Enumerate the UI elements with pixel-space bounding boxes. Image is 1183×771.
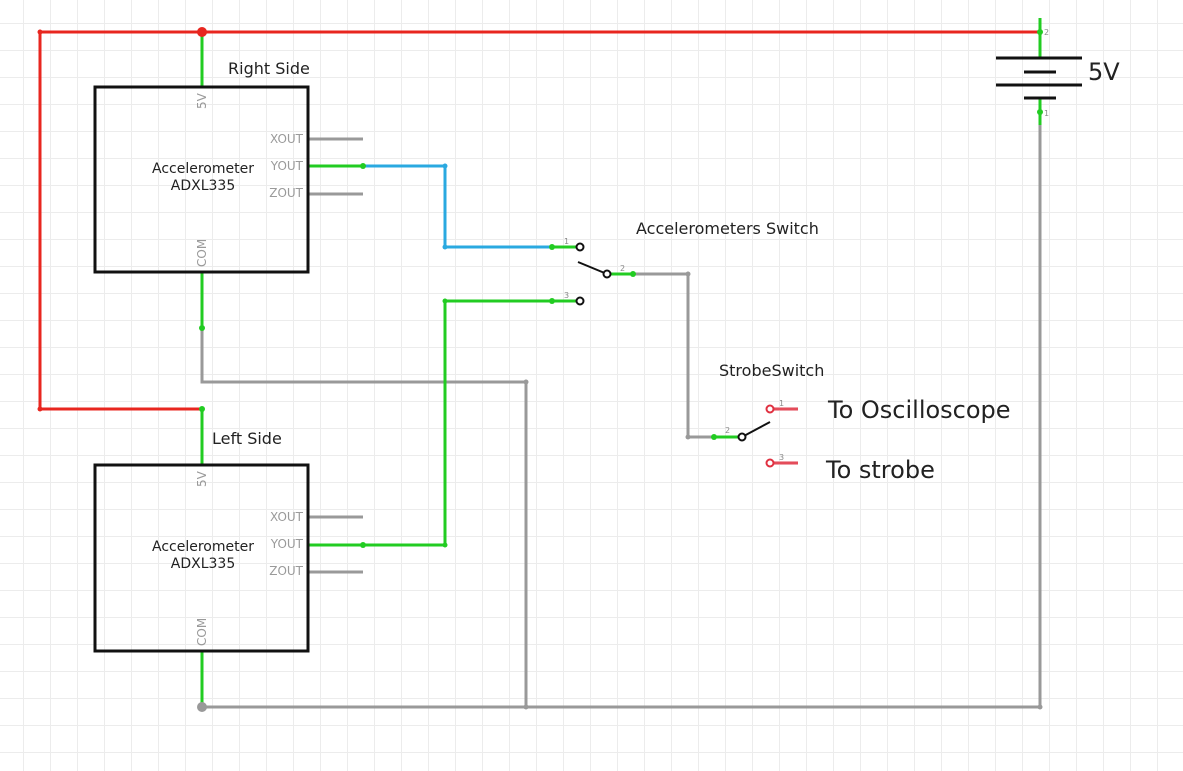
left-module-model: ADXL335 <box>171 556 235 572</box>
left-module-name: Accelerometer <box>152 539 254 555</box>
battery-label: 5V <box>1088 58 1120 86</box>
left-pin-5v: 5V <box>195 470 209 487</box>
right-pin-5v: 5V <box>195 92 209 109</box>
to-oscilloscope-label: To Oscilloscope <box>827 396 1011 424</box>
power-corner-bottom <box>37 406 43 412</box>
power-corner-top <box>37 29 43 35</box>
right-pin-yout: YOUT <box>270 159 304 173</box>
signal-wires <box>363 164 552 547</box>
battery-pin-minus: 1 <box>1044 109 1049 118</box>
accel-switch-contact-3 <box>575 296 585 306</box>
power-junction <box>197 27 207 37</box>
strobe-switch-lever[interactable] <box>741 421 771 438</box>
accel-switch-pin1: 1 <box>564 237 569 246</box>
accel-switch-lever[interactable] <box>577 261 608 275</box>
right-pin-xout: XOUT <box>270 132 304 146</box>
battery-5v[interactable]: 5V 2 1 <box>996 28 1120 118</box>
strobe-switch-pin2: 2 <box>725 426 730 435</box>
strobe-switch-contact-2 <box>737 432 747 442</box>
left-pin-yout: YOUT <box>270 537 304 551</box>
junctions <box>37 27 1043 712</box>
power-wires <box>38 30 1040 411</box>
left-pin-xout: XOUT <box>270 510 304 524</box>
accel-switch-label: Accelerometers Switch <box>636 219 819 238</box>
accel-switch-to-strobe-wire[interactable] <box>633 272 714 439</box>
right-pin-zout: ZOUT <box>269 186 303 200</box>
right-yout-signal-wire[interactable] <box>363 164 552 249</box>
strobe-switch-pin3: 3 <box>779 453 784 462</box>
strobe-switch-contact-1 <box>765 404 775 414</box>
left-module-body[interactable] <box>93 463 310 653</box>
right-accelerometer[interactable]: Right Side Accelerometer ADXL335 5V COM … <box>93 59 310 274</box>
right-module-title: Right Side <box>228 59 310 78</box>
ground-wire-right-com[interactable] <box>200 328 528 707</box>
right-module-name: Accelerometer <box>152 161 254 177</box>
ground-junction-bottom <box>197 702 207 712</box>
to-strobe-label: To strobe <box>825 456 935 484</box>
left-pin-zout: ZOUT <box>269 564 303 578</box>
right-module-body[interactable] <box>93 85 310 274</box>
accel-switch-contact-1 <box>575 242 585 252</box>
left-module-title: Left Side <box>212 429 282 448</box>
left-pin-com: COM <box>195 618 209 646</box>
power-wire-main[interactable] <box>38 30 1040 411</box>
left-yout-signal-wire[interactable] <box>363 299 552 547</box>
accel-switch-pin2: 2 <box>620 264 625 273</box>
strobe-switch-pin1: 1 <box>779 399 784 408</box>
accel-switch-pin3: 3 <box>564 291 569 300</box>
connector-stubs <box>200 18 1042 707</box>
left-accelerometer[interactable]: Left Side Accelerometer ADXL335 5V COM X… <box>93 429 310 653</box>
strobe-switch-label: StrobeSwitch <box>719 361 824 380</box>
accel-switch-contact-2 <box>602 269 612 279</box>
strobe-switch-contact-3 <box>765 458 775 468</box>
right-pin-com: COM <box>195 239 209 267</box>
battery-pin-plus: 2 <box>1044 28 1049 37</box>
strobe-switch[interactable]: StrobeSwitch 1 2 3 To Oscilloscope To st… <box>719 361 1011 484</box>
accelerometers-switch[interactable]: Accelerometers Switch 1 2 3 <box>564 219 819 306</box>
right-module-model: ADXL335 <box>171 178 235 194</box>
